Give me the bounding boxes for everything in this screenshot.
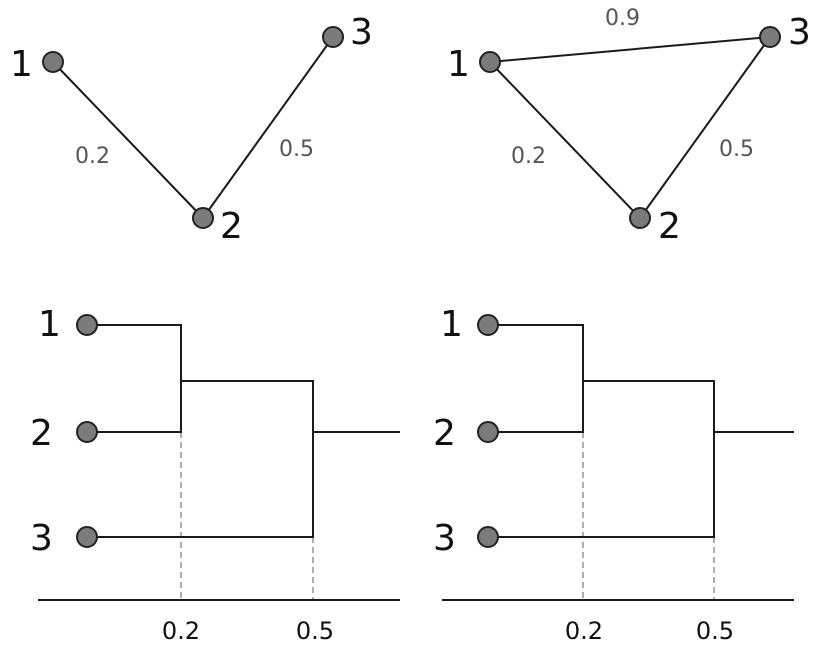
node-3 [322,26,344,48]
edge-1-3-weight: 0.9 [605,6,640,31]
leaf-1 [477,314,499,336]
leaf-3 [477,526,499,548]
leaf-3-label: 3 [30,518,53,559]
leaf-1-label: 1 [440,304,463,345]
node-1 [42,51,64,73]
dendrogram-left: 1 2 3 0.2 0.5 [30,304,400,645]
leaf-3 [76,526,98,548]
leaf-1-label: 1 [38,304,61,345]
graph-mst: 0.2 0.5 1 2 3 [10,12,373,247]
dendrogram-right: 1 2 3 0.2 0.5 [433,304,794,645]
dendrogram-merge-12-3 [488,380,715,538]
node-2 [192,207,214,229]
leaf-2-label: 2 [30,413,53,454]
node-3-label: 3 [350,12,373,53]
edge-1-2 [52,61,204,219]
edge-2-3 [639,36,771,219]
node-2-label: 2 [220,206,243,247]
leaf-2-label: 2 [433,413,456,454]
node-1-label: 1 [10,44,33,85]
edge-2-3-weight: 0.5 [279,137,314,162]
graph-full: 0.9 0.2 0.5 1 2 3 [447,6,811,247]
dendrogram-branches [87,324,182,433]
tick-label-0.5: 0.5 [696,617,734,645]
node-3 [759,26,781,48]
tick-label-0.2: 0.2 [162,617,200,645]
edge-1-3 [489,36,771,63]
edge-1-2 [489,61,641,219]
edge-1-2-weight: 0.2 [511,144,546,169]
node-1 [479,51,501,73]
leaf-3-label: 3 [433,518,456,559]
tick-label-0.5: 0.5 [296,617,334,645]
leaf-1 [76,314,98,336]
dendrogram-branches [488,324,584,433]
leaf-2 [477,421,499,443]
edge-2-3-weight: 0.5 [719,137,754,162]
node-2-label: 2 [658,206,681,247]
edge-2-3 [202,36,334,219]
node-2 [629,207,651,229]
leaf-2 [76,421,98,443]
node-3-label: 3 [788,12,811,53]
edge-1-2-weight: 0.2 [75,144,110,169]
tick-label-0.2: 0.2 [565,617,603,645]
dendrogram-merge-12-3 [87,380,314,538]
node-1-label: 1 [447,44,470,85]
